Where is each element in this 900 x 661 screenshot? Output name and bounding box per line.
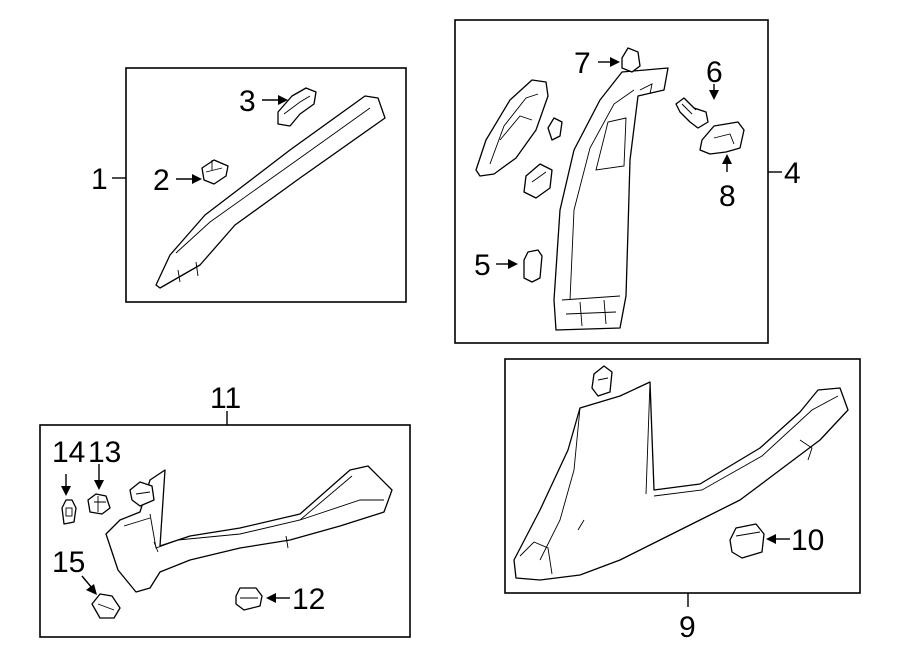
center-pillar-base — [561, 295, 621, 327]
arrow-3 — [278, 95, 288, 105]
callout-10: 10 — [791, 524, 824, 557]
arrow-2 — [192, 174, 202, 184]
cap-part-5 — [523, 249, 543, 283]
group-box-4 — [454, 19, 769, 344]
plug-part-14 — [61, 499, 77, 525]
front-sill-edges — [123, 475, 384, 549]
center-pillar-trim — [553, 67, 669, 331]
bolt-part-6-thread — [681, 99, 697, 115]
group-rear-sill: 9 10 — [504, 358, 861, 644]
callout-4: 4 — [784, 157, 801, 190]
arrow-15 — [86, 584, 97, 595]
group-windshield-pillar: 1 2 3 — [91, 67, 407, 303]
arrow-6 — [709, 90, 719, 100]
arrow-7 — [610, 57, 620, 67]
retainer-part-8-detail — [713, 133, 735, 145]
pad-part-15-detail — [97, 603, 115, 611]
callout-5: 5 — [474, 249, 491, 282]
callout-15: 15 — [52, 546, 85, 579]
fastener-part-12 — [235, 587, 263, 611]
windshield-pillar-trim — [155, 95, 386, 289]
callout-13: 13 — [88, 436, 121, 469]
nut-part-7 — [621, 47, 641, 73]
push-pin — [547, 117, 563, 141]
group-box-9 — [504, 358, 861, 594]
retainer-part-10-detail — [735, 531, 761, 537]
pillar-trim-edge — [175, 107, 371, 254]
arrow-5 — [508, 259, 518, 269]
clip-part-2-detail — [205, 160, 223, 173]
callout-8: 8 — [719, 180, 736, 213]
arrow-8 — [722, 154, 732, 164]
rear-sill-trim — [513, 381, 849, 581]
callout-7: 7 — [574, 47, 591, 80]
rear-sill-detail — [519, 439, 813, 575]
arrow-10 — [766, 534, 776, 544]
bolt-part-6 — [675, 97, 709, 129]
callout-14: 14 — [52, 436, 85, 469]
retainer-part-10 — [729, 523, 765, 559]
arrow-12 — [266, 593, 276, 603]
front-sill-clip — [129, 481, 155, 507]
leader-15 — [81, 575, 93, 589]
center-pillar-edge — [569, 89, 635, 301]
plug-part-14-detail — [65, 507, 73, 517]
callout-12: 12 — [292, 583, 325, 616]
center-pillar-tab — [639, 83, 653, 95]
anchor-cover — [523, 163, 553, 199]
callout-3: 3 — [239, 85, 256, 118]
rear-sill-edges — [539, 381, 839, 561]
callout-9: 9 — [679, 611, 696, 644]
arrow-14 — [61, 486, 71, 496]
front-sill-trim — [105, 465, 393, 593]
center-pillar-recess — [595, 117, 627, 171]
pad-part-15 — [91, 593, 121, 619]
group-front-sill: 11 12 13 14 15 — [39, 382, 411, 638]
clip-part-13 — [87, 493, 111, 515]
group-box-1 — [125, 67, 407, 303]
belt-guide-detail — [489, 93, 539, 165]
front-sill-clip-detail — [135, 491, 151, 495]
callout-11: 11 — [210, 382, 241, 415]
retainer-part-8 — [699, 121, 745, 155]
rear-sill-clip — [591, 365, 613, 397]
front-sill-detail — [153, 535, 289, 553]
group-box-11 — [39, 424, 411, 638]
callout-1: 1 — [91, 163, 108, 196]
bracket-part-3-detail — [283, 95, 311, 115]
pillar-trim-clips — [177, 261, 199, 283]
rear-sill-clip-detail — [597, 377, 609, 381]
clip-part-13-detail — [94, 496, 106, 512]
group-center-pillar: 4 5 6 7 8 — [454, 19, 801, 344]
callout-6: 6 — [706, 56, 723, 89]
callout-2: 2 — [153, 164, 170, 197]
arrow-13 — [94, 480, 104, 490]
anchor-cover-detail — [531, 171, 547, 183]
clip-part-2 — [201, 159, 229, 185]
bracket-part-3 — [277, 87, 317, 127]
